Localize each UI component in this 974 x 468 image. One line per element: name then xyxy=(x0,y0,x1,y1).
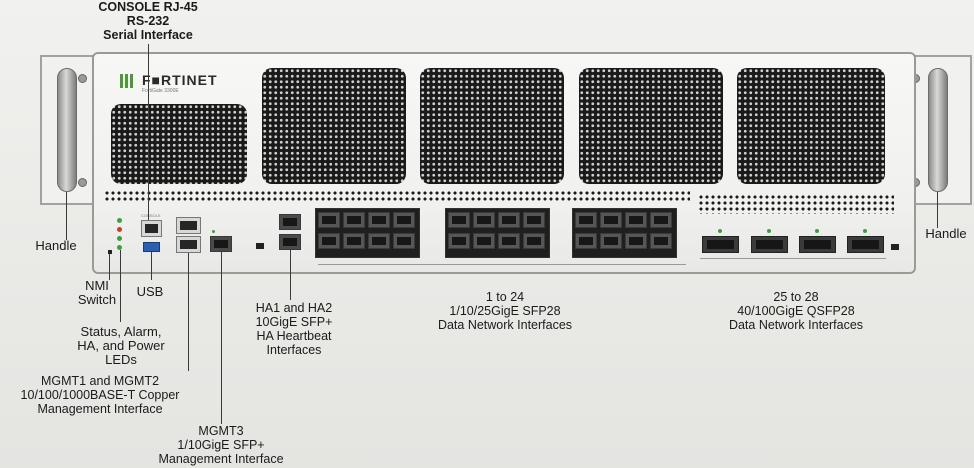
leader-leds xyxy=(120,250,121,322)
sfp28-port-11[interactable] xyxy=(498,212,520,228)
leader-console xyxy=(148,44,149,220)
ports-25-28-marking-line xyxy=(700,258,886,259)
left-handle[interactable] xyxy=(57,68,77,192)
sfp28-port-1[interactable] xyxy=(318,212,340,228)
leader-mgmt12 xyxy=(188,253,189,371)
qsfp-led-25 xyxy=(718,229,722,233)
qsfp28-port-27[interactable] xyxy=(799,236,836,253)
sfp28-port-6[interactable] xyxy=(343,233,365,249)
ha2-sfp-port[interactable] xyxy=(279,234,301,250)
console-rj45-port[interactable] xyxy=(141,220,162,237)
sfp28-port-12[interactable] xyxy=(523,212,545,228)
sfp28-port-15[interactable] xyxy=(498,233,520,249)
leader-nmi xyxy=(109,254,110,280)
status-led xyxy=(117,218,122,223)
leader-usb xyxy=(151,252,152,280)
qsfp28-port-26[interactable] xyxy=(751,236,788,253)
usb-port[interactable] xyxy=(143,242,160,252)
mgmt3-sfp-port[interactable] xyxy=(210,236,232,252)
sfp28-port-16[interactable] xyxy=(523,233,545,249)
sfp28-port-18[interactable] xyxy=(600,212,622,228)
ports-1-24-marking-line xyxy=(318,264,686,265)
model-text: FortiGate 3300E xyxy=(142,88,179,94)
vent-panel-4 xyxy=(737,68,885,184)
sfp28-port-2[interactable] xyxy=(343,212,365,228)
brand-logo-text: F■RTINET xyxy=(142,72,218,88)
ha1-sfp-port[interactable] xyxy=(279,214,301,230)
fortinet-logo-mark xyxy=(120,74,134,88)
leader-ha xyxy=(290,250,291,300)
sfp28-port-8[interactable] xyxy=(393,233,415,249)
sfp28-port-23[interactable] xyxy=(625,233,647,249)
nmi-switch-button[interactable] xyxy=(108,250,112,254)
mgmt3-led xyxy=(212,230,215,233)
label-handle-right: Handle xyxy=(925,226,967,241)
sfp28-port-20[interactable] xyxy=(650,212,672,228)
sfp28-port-21[interactable] xyxy=(575,233,597,249)
vent-panel-0 xyxy=(111,104,247,184)
vent-strip-left xyxy=(104,190,690,202)
label-usb: USB xyxy=(136,284,164,299)
sfp28-port-4[interactable] xyxy=(393,212,415,228)
alarm-led xyxy=(117,227,122,232)
power-led xyxy=(117,245,122,250)
sfp28-port-9[interactable] xyxy=(448,212,470,228)
divider-block-right xyxy=(891,244,899,250)
qsfp-led-27 xyxy=(815,229,819,233)
ha-led xyxy=(117,236,122,241)
vent-strip-right xyxy=(698,194,894,214)
vent-panel-3 xyxy=(579,68,723,184)
qsfp-led-28 xyxy=(863,229,867,233)
sfp28-port-22[interactable] xyxy=(600,233,622,249)
vent-panel-1 xyxy=(262,68,406,184)
sfp28-port-19[interactable] xyxy=(625,212,647,228)
qsfp-led-26 xyxy=(767,229,771,233)
qsfp28-port-25[interactable] xyxy=(702,236,739,253)
mgmt2-port[interactable] xyxy=(176,236,201,253)
sfp28-port-10[interactable] xyxy=(473,212,495,228)
leader-mgmt3 xyxy=(221,252,222,424)
sfp28-port-14[interactable] xyxy=(473,233,495,249)
vent-panel-2 xyxy=(420,68,564,184)
left-screw-bottom xyxy=(78,178,87,187)
label-handle-left: Handle xyxy=(35,238,77,253)
console-port-marking: CONSOLE xyxy=(141,213,161,218)
leader-handle-right xyxy=(937,192,938,228)
mgmt1-port[interactable] xyxy=(176,217,201,234)
sfp28-port-3[interactable] xyxy=(368,212,390,228)
left-screw-top xyxy=(78,74,87,83)
leader-handle-left xyxy=(66,192,67,240)
right-handle[interactable] xyxy=(928,68,948,192)
divider-block-left xyxy=(256,243,264,249)
sfp28-port-5[interactable] xyxy=(318,233,340,249)
sfp28-port-17[interactable] xyxy=(575,212,597,228)
sfp28-port-24[interactable] xyxy=(650,233,672,249)
sfp28-port-7[interactable] xyxy=(368,233,390,249)
sfp28-port-13[interactable] xyxy=(448,233,470,249)
qsfp28-port-28[interactable] xyxy=(847,236,884,253)
